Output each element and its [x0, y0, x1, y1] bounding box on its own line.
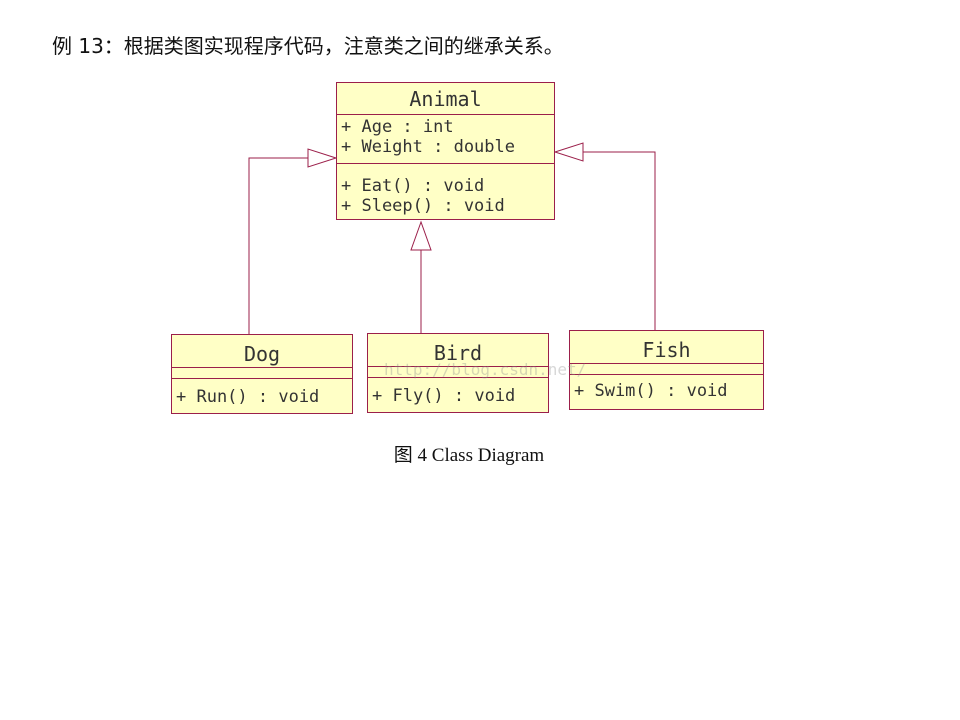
- class-bird-name: Bird: [368, 334, 548, 367]
- class-dog: Dog + Run() : void: [171, 334, 353, 414]
- class-animal-attributes: + Age : int + Weight : double: [337, 115, 554, 164]
- class-dog-name: Dog: [172, 335, 352, 368]
- class-fish-attributes: [570, 364, 763, 375]
- fish-generalization-line: [583, 151, 656, 330]
- class-fish-name: Fish: [570, 331, 763, 364]
- class-animal-name: Animal: [337, 83, 554, 115]
- figure-caption: 图 4 Class Diagram: [393, 445, 545, 466]
- class-animal-operations: + Eat() : void + Sleep() : void: [337, 164, 554, 216]
- class-bird: Bird + Fly() : void: [367, 333, 549, 413]
- bird-generalization-arrowhead: [410, 220, 432, 251]
- class-bird-attributes: [368, 367, 548, 378]
- dog-generalization-arrowhead: [307, 148, 338, 168]
- class-bird-operations: + Fly() : void: [368, 378, 548, 406]
- class-fish: Fish + Swim() : void: [569, 330, 764, 410]
- operation-run: + Run() : void: [176, 387, 320, 407]
- attribute-age: + Age : int: [341, 117, 454, 137]
- fish-generalization-arrowhead: [553, 142, 584, 162]
- class-animal: Animal + Age : int + Weight : double + E…: [336, 82, 555, 220]
- watermark: http://blog.csdn.net/: [384, 360, 587, 379]
- class-dog-attributes: [172, 368, 352, 379]
- attribute-weight: + Weight : double: [341, 137, 515, 157]
- operation-sleep: + Sleep() : void: [341, 196, 505, 216]
- task-title: 例 13：根据类图实现程序代码，注意类之间的继承关系。: [52, 34, 564, 58]
- operation-swim: + Swim() : void: [574, 381, 728, 401]
- operation-fly: + Fly() : void: [372, 386, 516, 406]
- operation-eat: + Eat() : void: [341, 176, 485, 196]
- class-fish-operations: + Swim() : void: [570, 375, 763, 401]
- dog-generalization-line: [248, 157, 308, 334]
- class-dog-operations: + Run() : void: [172, 379, 352, 407]
